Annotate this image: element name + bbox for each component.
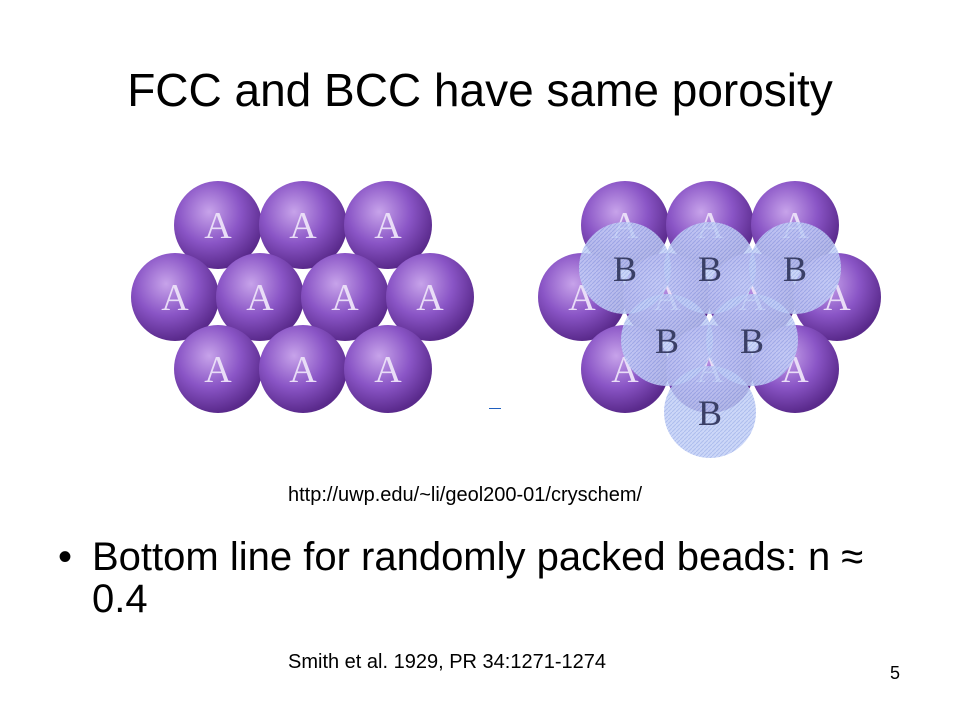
sphere-b: B [664, 222, 756, 314]
sphere-b: B [664, 366, 756, 458]
sphere-a-label: A [289, 349, 317, 391]
sphere-a: A [259, 181, 347, 269]
bullet-item: • Bottom line for randomly packed beads:… [58, 536, 918, 620]
sphere-b-label: B [740, 321, 764, 361]
sphere-a: A [131, 253, 219, 341]
slide-title: FCC and BCC have same porosity [127, 64, 833, 116]
sphere-a: A [174, 325, 262, 413]
sphere-b: B [579, 222, 671, 314]
link-underline[interactable] [489, 408, 501, 409]
sphere-a: A [216, 253, 304, 341]
sphere-a-label: A [246, 277, 274, 319]
sphere-a-label: A [204, 349, 232, 391]
sphere-a: A [301, 253, 389, 341]
sphere-b: B [706, 294, 798, 386]
sphere-b-label: B [783, 249, 807, 289]
sphere-b-label: B [613, 249, 637, 289]
sphere-a-label: A [416, 277, 444, 319]
sphere-a-label: A [331, 277, 359, 319]
sphere-b-label: B [698, 249, 722, 289]
sphere-b: B [621, 294, 713, 386]
source-url: http://uwp.edu/~li/geol200-01/cryschem/ [288, 484, 643, 506]
sphere-a-label: A [204, 205, 232, 247]
sphere-b: B [749, 222, 841, 314]
sphere-a: A [386, 253, 474, 341]
sphere-a: A [344, 181, 432, 269]
bullet-dot: • [58, 535, 73, 579]
sphere-a-label: A [161, 277, 189, 319]
sphere-a-label: A [374, 205, 402, 247]
citation: Smith et al. 1929, PR 34:1271-1274 [288, 651, 606, 673]
sphere-b-label: B [655, 321, 679, 361]
sphere-a: A [259, 325, 347, 413]
sphere-a-label: A [374, 349, 402, 391]
bullet-list: • Bottom line for randomly packed beads:… [58, 536, 918, 620]
bullet-text: Bottom line for randomly packed beads: n… [92, 535, 864, 621]
sphere-a: A [344, 325, 432, 413]
page-number: 5 [890, 663, 901, 683]
sphere-a-label: A [289, 205, 317, 247]
sphere-a: A [174, 181, 262, 269]
sphere-b-label: B [698, 393, 722, 433]
